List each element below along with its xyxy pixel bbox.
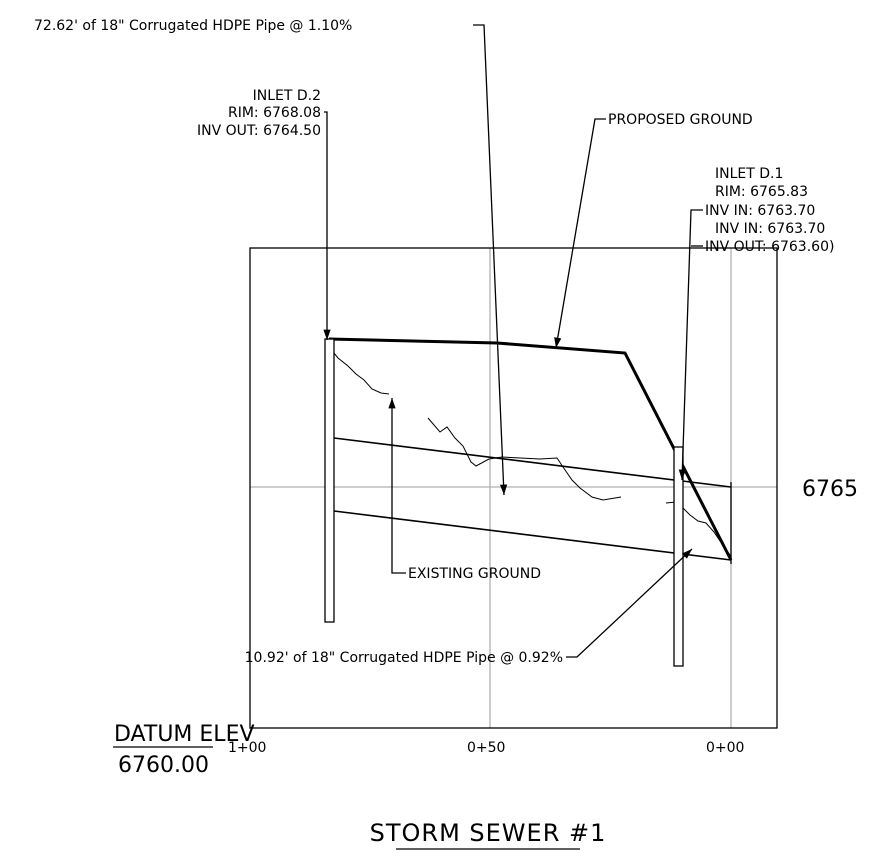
inlet-d2-name: INLET D.2 (253, 88, 321, 104)
datum-value: 6760.00 (118, 753, 209, 778)
inlet-d1-inv-out: INV OUT: 6763.60) (705, 239, 834, 255)
inlet-d2-structure (324, 338, 335, 623)
proposed-ground-label: PROPOSED GROUND (608, 112, 753, 128)
inlet-d2-rim: RIM: 6768.08 (228, 105, 321, 121)
station-label-0-50: 0+50 (467, 740, 505, 756)
inlet-d2-inv-out: INV OUT: 6764.50 (197, 123, 321, 139)
existing-ground-line-1 (328, 346, 390, 395)
pipe-bottom-line (333, 510, 732, 561)
pipe-upper-leader (473, 24, 508, 496)
drawing-title: STORM SEWER #1 (370, 819, 607, 847)
existing-ground-line-2 (427, 417, 622, 501)
pipe-top-line (333, 437, 732, 488)
inlet-d2-leader (323, 111, 331, 340)
pipe-upper-label: 72.62' of 18" Corrugated HDPE Pipe @ 1.1… (34, 18, 352, 34)
inlet-d1-rim: RIM: 6765.83 (715, 184, 808, 200)
proposed-ground-line (328, 337, 733, 561)
station-label-0-00: 0+00 (706, 740, 744, 756)
station-label-1-00: 1+00 (228, 740, 266, 756)
datum-title: DATUM ELEV (114, 722, 255, 747)
profile-frame (249, 247, 778, 729)
pipe-lower-leader (566, 548, 693, 658)
elevation-label-6765: 6765 (802, 477, 858, 502)
inlet-d1-inv-in-1: INV IN: 6763.70 (705, 203, 815, 219)
existing-ground-leader (388, 398, 406, 574)
existing-ground-label: EXISTING GROUND (408, 566, 541, 582)
proposed-ground-leader (554, 118, 606, 349)
inlet-d1-leader (678, 209, 703, 481)
inlet-d1-inv-in-2: INV IN: 6763.70 (715, 221, 825, 237)
inlet-d1-name: INLET D.1 (715, 166, 783, 182)
pipe-lower-label: 10.92' of 18" Corrugated HDPE Pipe @ 0.9… (245, 650, 563, 666)
